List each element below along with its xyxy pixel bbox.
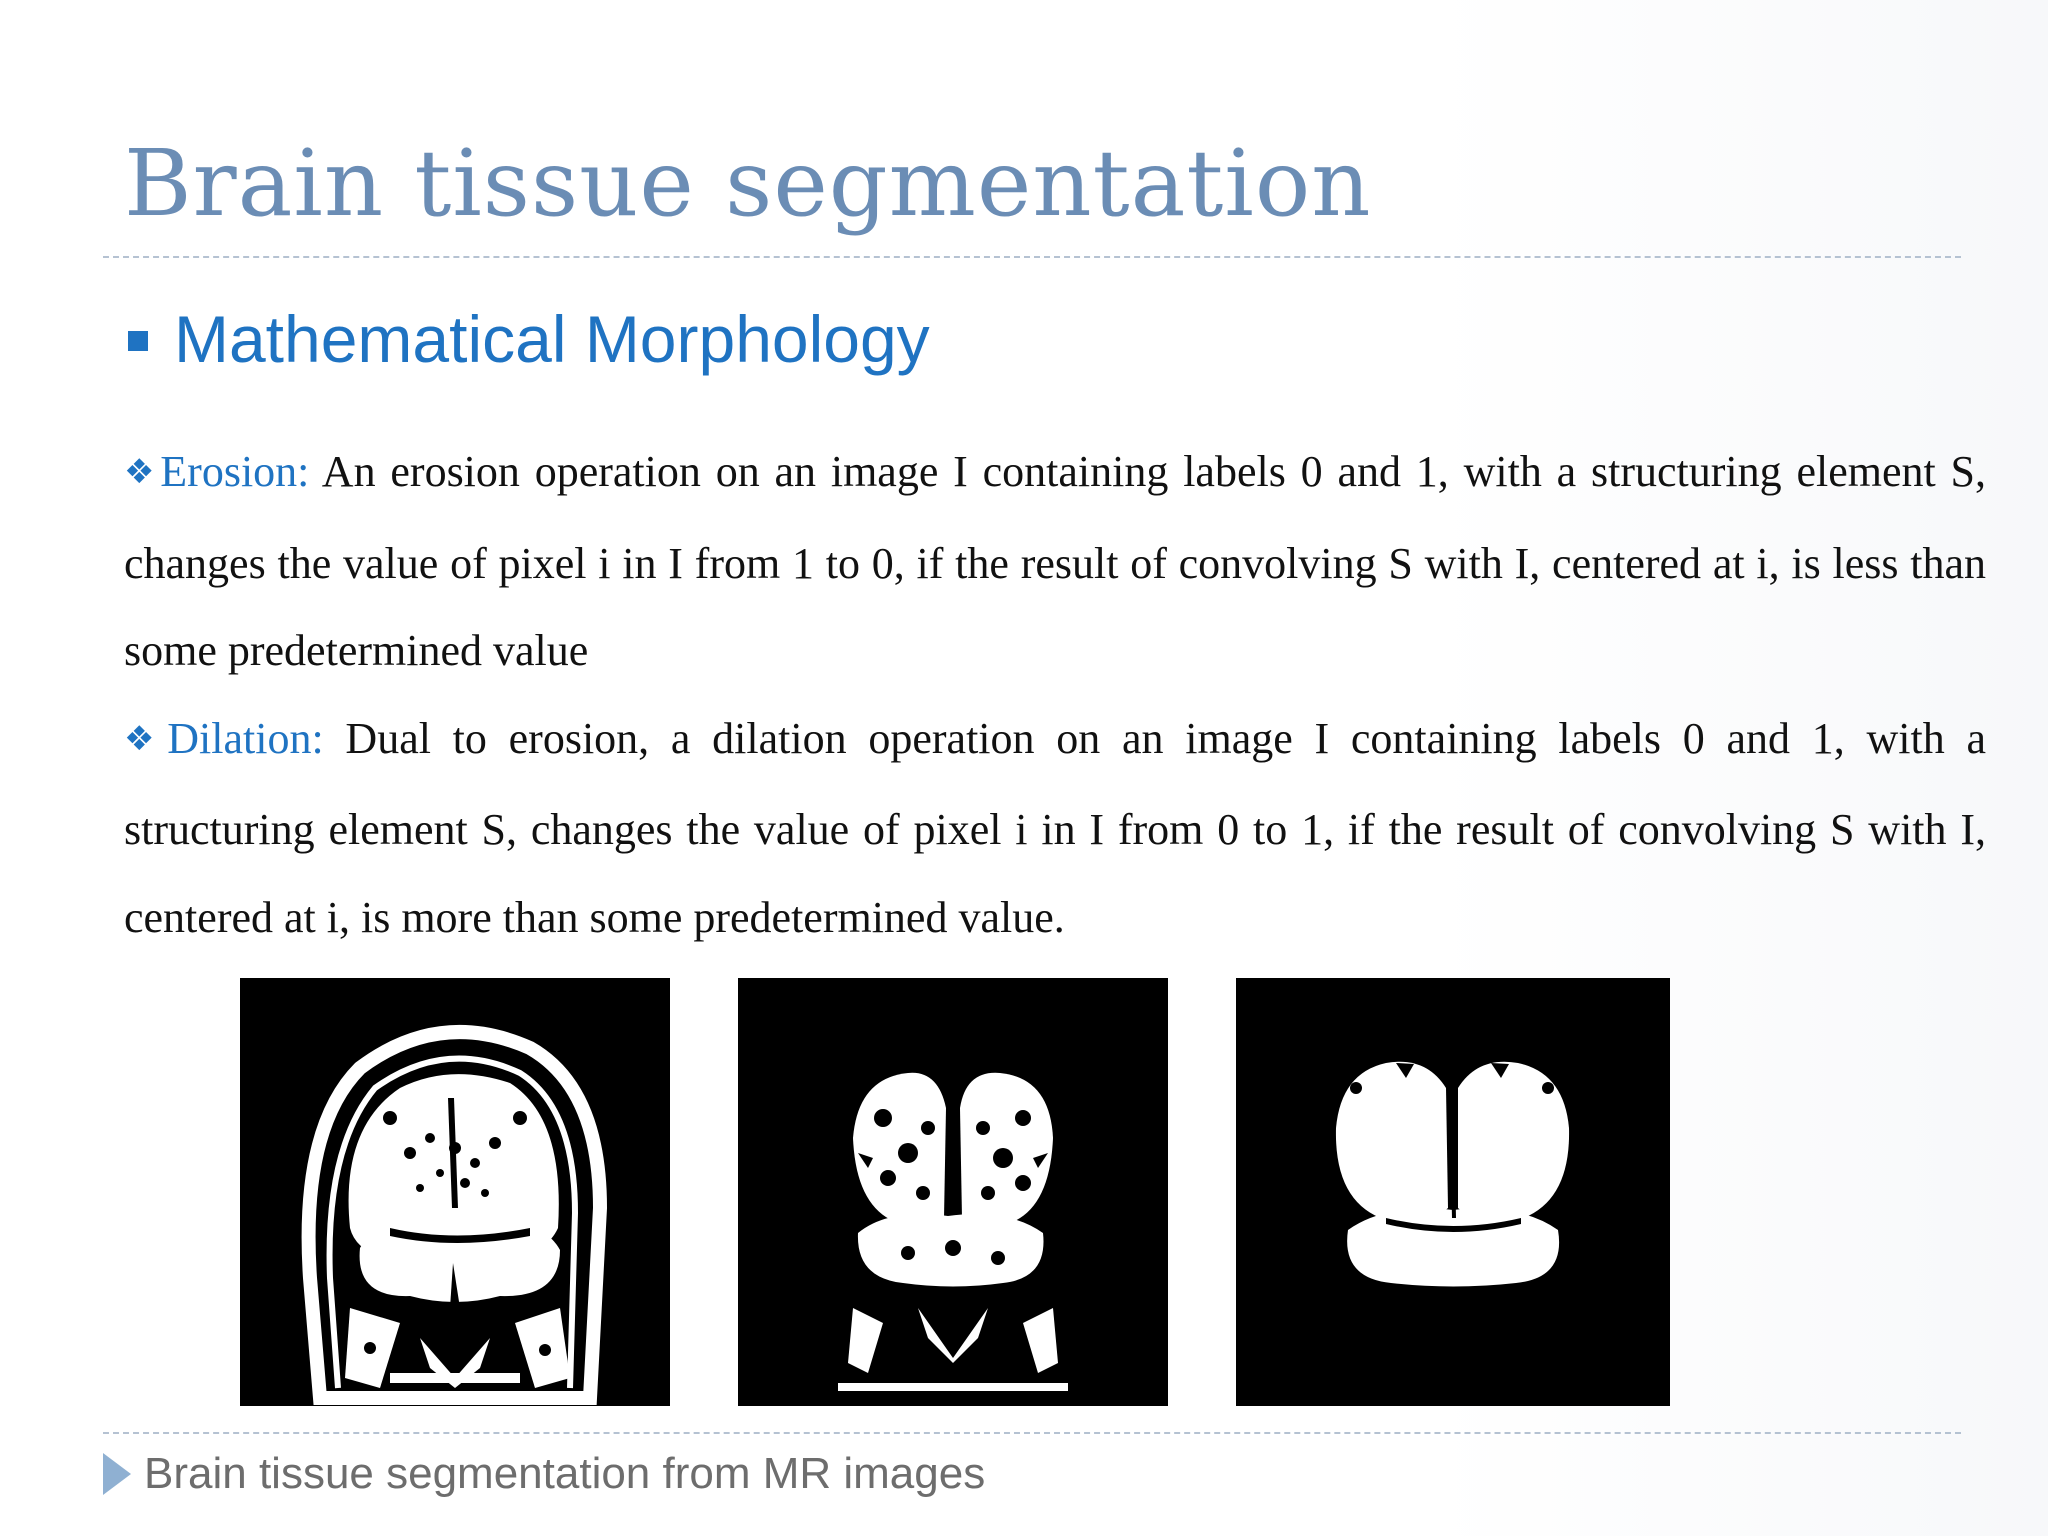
body-text: ❖Erosion: An erosion operation on an ima… (124, 428, 1986, 961)
paragraph-erosion-text: An erosion operation on an image I conta… (124, 447, 1986, 675)
title-divider (103, 256, 1961, 258)
mr-image-original-graphic (240, 978, 670, 1406)
four-diamond-bullet-icon: ❖ (124, 452, 159, 492)
mr-image-original (240, 978, 670, 1406)
term-erosion: Erosion: (160, 447, 310, 496)
paragraph-erosion: ❖Erosion: An erosion operation on an ima… (124, 428, 1986, 695)
triangle-right-icon (103, 1453, 131, 1495)
section-heading: Mathematical Morphology (128, 306, 930, 372)
paragraph-dilation-text: Dual to erosion, a dilation operation on… (124, 713, 1986, 942)
mr-image-eroded-graphic (738, 978, 1168, 1406)
footer: Brain tissue segmentation from MR images (103, 1452, 985, 1496)
footer-divider (103, 1432, 1961, 1434)
mr-image-eroded (738, 978, 1168, 1406)
slide-title: Brain tissue segmentation (124, 130, 1372, 237)
mr-image-dilated-graphic (1236, 978, 1670, 1406)
section-heading-label: Mathematical Morphology (174, 302, 930, 376)
mr-image-dilated (1236, 978, 1670, 1406)
footer-text: Brain tissue segmentation from MR images (144, 1449, 986, 1498)
square-bullet-icon (128, 331, 148, 351)
paragraph-dilation: ❖Dilation: Dual to erosion, a dilation o… (124, 695, 1986, 962)
four-diamond-bullet-icon: ❖ (124, 718, 166, 759)
term-dilation: Dilation: (167, 713, 324, 763)
